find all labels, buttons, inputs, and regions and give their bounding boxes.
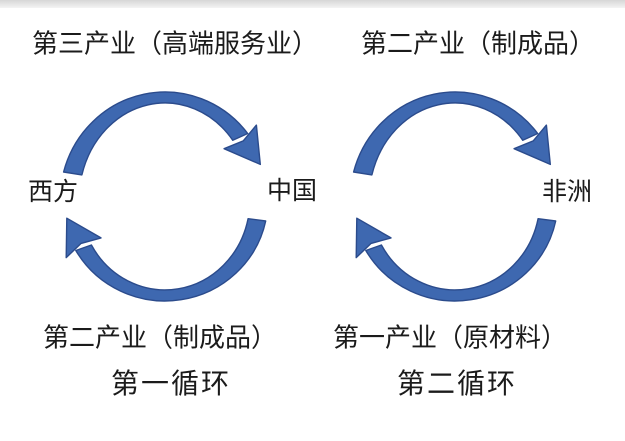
top-edge-strip [0,0,625,8]
cycle1-top-label: 第三产业（高端服务业） [31,28,319,59]
second-cycle-bottom-arrowhead [355,217,392,259]
cycle2-top-label: 第二产业（制成品） [360,28,596,59]
second-cycle-top-arrowhead [513,124,551,166]
cycle2-caption: 第二循环 [396,369,518,400]
node-africa: 非洲 [541,178,593,206]
cycle1-bottom-label: 第二产业（制成品） [42,322,278,353]
second-cycle-bottom-arc [365,218,557,302]
second-cycle-top-arc [352,91,539,176]
node-china: 中国 [266,177,318,205]
first-cycle-bottom-arrowhead [65,217,102,259]
first-cycle-top-arc [62,91,249,176]
cycle1-caption: 第一循环 [110,369,232,400]
cycle2-bottom-label: 第一产业（原材料） [332,322,568,353]
first-cycle-bottom-arc [75,218,267,302]
node-west: 西方 [27,178,79,206]
first-cycle-top-arrowhead [223,124,261,166]
